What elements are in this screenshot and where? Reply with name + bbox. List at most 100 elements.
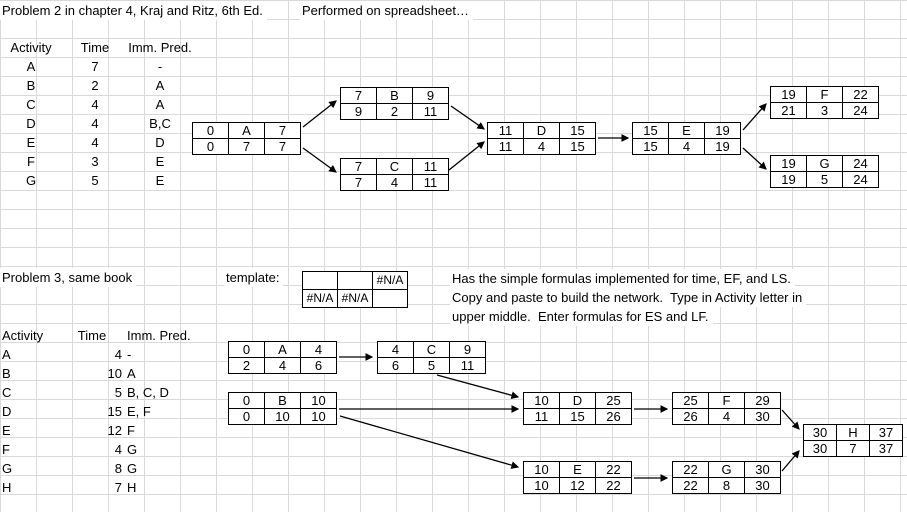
- node-cell[interactable]: 24: [843, 103, 879, 119]
- table-cell[interactable]: E: [26, 135, 36, 150]
- node-cell[interactable]: 22: [596, 478, 632, 494]
- table-cell[interactable]: D: [26, 116, 36, 131]
- table-cell[interactable]: G: [127, 442, 138, 457]
- node-cell[interactable]: 12: [560, 478, 596, 494]
- table-cell[interactable]: A: [155, 97, 165, 112]
- table-cell[interactable]: 3: [91, 154, 99, 169]
- node-cell[interactable]: 0: [193, 139, 229, 155]
- node-cell[interactable]: 9: [450, 342, 486, 358]
- node-cell[interactable]: 4: [709, 409, 745, 425]
- node-cell[interactable]: 10: [524, 393, 560, 409]
- node-cell[interactable]: 4: [378, 342, 414, 358]
- table-cell[interactable]: 7: [91, 59, 99, 74]
- table-cell[interactable]: F: [27, 154, 35, 169]
- node-cell[interactable]: C: [377, 159, 413, 175]
- problem2-subtitle[interactable]: Performed on spreadsheet…: [300, 1, 473, 20]
- template-cell[interactable]: [303, 272, 338, 290]
- table-cell[interactable]: G: [25, 173, 37, 188]
- node-cell[interactable]: 26: [673, 409, 709, 425]
- node-cell[interactable]: 26: [596, 409, 632, 425]
- table-cell[interactable]: 4: [91, 97, 99, 112]
- node-cell[interactable]: 24: [843, 172, 879, 188]
- table-cell[interactable]: E: [155, 154, 165, 169]
- node-cell[interactable]: 37: [870, 425, 903, 441]
- node-cell[interactable]: 10: [524, 462, 560, 478]
- table-cell[interactable]: 8: [114, 461, 122, 476]
- table-cell[interactable]: G: [127, 461, 138, 476]
- node-cell[interactable]: 19: [771, 172, 807, 188]
- node-cell[interactable]: 0: [193, 123, 229, 139]
- table-cell[interactable]: B,C: [149, 116, 171, 131]
- node-cell[interactable]: D: [524, 123, 560, 139]
- node-cell[interactable]: 11: [524, 409, 560, 425]
- template-cell[interactable]: #N/A: [373, 272, 408, 290]
- node-cell[interactable]: 15: [560, 123, 596, 139]
- template-cell[interactable]: #N/A: [303, 290, 338, 308]
- node-cell[interactable]: B: [265, 393, 301, 409]
- table-cell[interactable]: 2: [91, 78, 99, 93]
- node-cell[interactable]: 5: [807, 172, 843, 188]
- node-cell[interactable]: 22: [673, 478, 709, 494]
- table-cell[interactable]: 4: [114, 347, 122, 362]
- node-cell[interactable]: 0: [229, 393, 265, 409]
- node-cell[interactable]: 7: [837, 441, 870, 457]
- node-cell[interactable]: 8: [709, 478, 745, 494]
- node-cell[interactable]: 0: [229, 409, 265, 425]
- node-cell[interactable]: 37: [870, 441, 903, 457]
- problem2-title[interactable]: Problem 2 in chapter 4, Kraj and Ritz, 6…: [0, 1, 267, 20]
- node-cell[interactable]: 11: [413, 159, 449, 175]
- node-cell[interactable]: E: [560, 462, 596, 478]
- node-cell[interactable]: 9: [413, 88, 449, 104]
- node-cell[interactable]: 25: [673, 393, 709, 409]
- table-cell[interactable]: C: [26, 97, 36, 112]
- table-cell[interactable]: 5: [114, 385, 122, 400]
- node-cell[interactable]: 21: [771, 103, 807, 119]
- node-cell[interactable]: 2: [377, 104, 413, 120]
- node-cell[interactable]: 10: [524, 478, 560, 494]
- node-cell[interactable]: 29: [745, 393, 781, 409]
- node-cell[interactable]: 7: [341, 159, 377, 175]
- node-cell[interactable]: 2: [229, 358, 265, 374]
- table-cell[interactable]: 7: [114, 480, 122, 495]
- node-cell[interactable]: 7: [341, 88, 377, 104]
- table-cell[interactable]: E, F: [127, 404, 151, 419]
- node-cell[interactable]: 24: [843, 156, 879, 172]
- node-cell[interactable]: 10: [265, 409, 301, 425]
- table-cell[interactable]: 4: [114, 442, 122, 457]
- node-cell[interactable]: 15: [560, 409, 596, 425]
- node-cell[interactable]: A: [265, 342, 301, 358]
- table-cell[interactable]: B: [2, 366, 11, 381]
- node-cell[interactable]: 30: [804, 425, 837, 441]
- node-cell[interactable]: 30: [745, 409, 781, 425]
- node-cell[interactable]: G: [709, 462, 745, 478]
- node-cell[interactable]: 11: [413, 175, 449, 191]
- table-cell[interactable]: B: [26, 78, 36, 93]
- node-cell[interactable]: 30: [804, 441, 837, 457]
- note-line-3[interactable]: upper middle. Enter formulas for ES and …: [450, 307, 713, 326]
- table-cell[interactable]: C: [2, 385, 12, 400]
- table-cell[interactable]: 5: [91, 173, 99, 188]
- node-cell[interactable]: A: [229, 123, 265, 139]
- table-cell[interactable]: A: [127, 366, 136, 381]
- column-header[interactable]: Imm. Pred.: [127, 328, 191, 343]
- column-header[interactable]: Activity: [10, 40, 52, 55]
- node-cell[interactable]: 11: [488, 139, 524, 155]
- node-cell[interactable]: 11: [450, 358, 486, 374]
- node-cell[interactable]: 15: [560, 139, 596, 155]
- node-cell[interactable]: 9: [341, 104, 377, 120]
- node-cell[interactable]: 4: [265, 358, 301, 374]
- node-cell[interactable]: 5: [414, 358, 450, 374]
- column-header[interactable]: Imm. Pred.: [128, 40, 192, 55]
- template-cell[interactable]: [373, 290, 408, 308]
- node-cell[interactable]: 22: [673, 462, 709, 478]
- node-cell[interactable]: 0: [229, 342, 265, 358]
- table-cell[interactable]: G: [2, 461, 13, 476]
- node-cell[interactable]: 7: [341, 175, 377, 191]
- table-cell[interactable]: E: [155, 173, 165, 188]
- node-cell[interactable]: 3: [807, 103, 843, 119]
- node-cell[interactable]: 22: [843, 87, 879, 103]
- node-cell[interactable]: 10: [301, 409, 337, 425]
- node-cell[interactable]: 4: [301, 342, 337, 358]
- node-cell[interactable]: 6: [378, 358, 414, 374]
